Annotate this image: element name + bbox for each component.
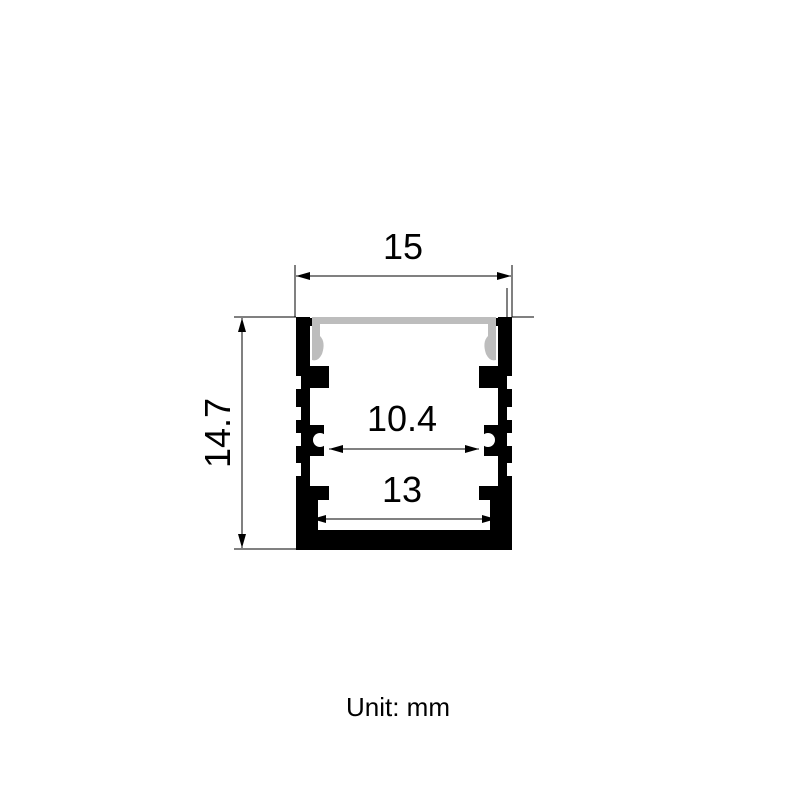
left-groove-4 — [296, 463, 301, 476]
left-base-rib — [308, 500, 318, 532]
left-wall — [296, 317, 310, 550]
right-wall — [498, 317, 512, 550]
opening-label: 10.4 — [367, 398, 437, 439]
left-groove-2 — [296, 407, 301, 420]
dimension-overall-height: 14.7 — [197, 316, 534, 550]
height-label: 14.7 — [197, 398, 238, 468]
right-rib-notch — [481, 433, 495, 447]
diffuser-right-clip — [484, 318, 496, 361]
left-lower-rib — [308, 486, 329, 500]
width-label: 15 — [383, 226, 423, 267]
left-rib-notch — [313, 433, 327, 447]
right-lower-rib — [479, 486, 500, 500]
diffuser-left-clip — [312, 318, 324, 361]
dimension-overall-width: 15 — [294, 226, 513, 317]
unit-caption: Unit: mm — [346, 692, 450, 722]
dimension-inner-width: 13 — [312, 469, 496, 523]
right-groove-3 — [507, 433, 512, 446]
left-groove-1 — [296, 376, 301, 389]
right-groove-4 — [507, 463, 512, 476]
right-base-rib — [490, 500, 500, 532]
left-groove-3 — [296, 433, 301, 446]
base — [296, 530, 512, 550]
inner-width-label: 13 — [382, 469, 422, 510]
diffuser-cover — [312, 317, 496, 361]
right-groove-1 — [507, 376, 512, 389]
dimension-inner-opening: 10.4 — [329, 398, 479, 453]
right-upper-rib — [479, 366, 500, 388]
right-groove-2 — [507, 407, 512, 420]
left-upper-rib — [308, 366, 329, 388]
diffuser-top — [312, 317, 496, 324]
